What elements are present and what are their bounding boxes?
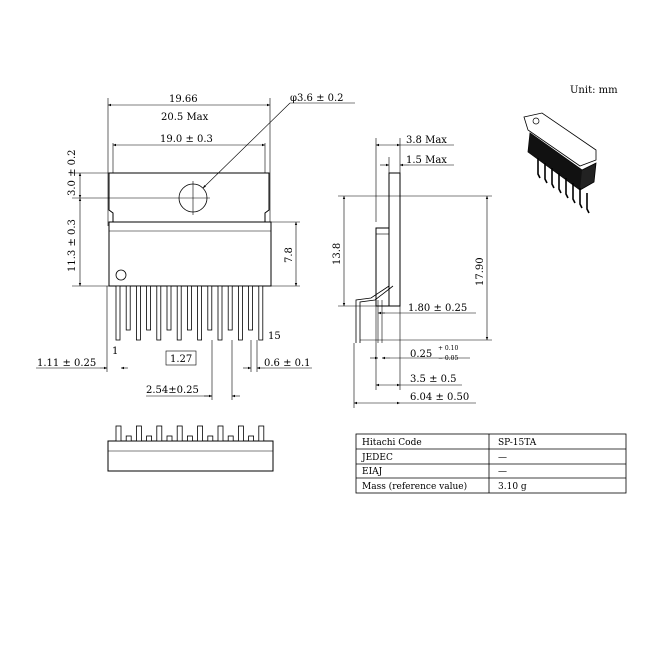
iso-pin	[586, 193, 590, 214]
bottom-pin	[156, 425, 163, 442]
spec-value-eiaj: —	[498, 467, 507, 477]
dim-overall-length: 19.66	[169, 94, 198, 105]
bottom-pin	[166, 435, 173, 442]
dim-lead-thickness-tol-plus: + 0.10	[438, 345, 458, 352]
iso-pin	[558, 173, 562, 194]
dim-lead-thickness-tol-minus: − 0.05	[438, 355, 458, 362]
bottom-pins	[115, 425, 265, 442]
front-pin	[156, 285, 162, 341]
spec-table: Hitachi Code SP-15TA JEDEC — EIAJ — Mass…	[355, 433, 627, 494]
dim-edge-offset: 1.11 ± 0.25	[37, 358, 96, 369]
front-pin	[166, 285, 172, 331]
front-pin	[115, 285, 121, 341]
spec-label-jedec: JEDEC	[361, 453, 393, 463]
dim-hole: φ3.6 ± 0.2	[290, 93, 344, 104]
front-pins	[115, 285, 264, 341]
front-pin	[197, 285, 203, 341]
iso-pin	[572, 183, 576, 204]
dim-pin-pitch: 2.54±0.25	[146, 385, 199, 396]
spec-label-hitachi-code: Hitachi Code	[362, 438, 422, 448]
front-pin	[237, 285, 243, 341]
iso-pin	[579, 188, 583, 209]
pin1-marker	[115, 269, 127, 281]
spec-value-mass: 3.10 g	[498, 482, 527, 492]
bottom-pin	[135, 425, 142, 442]
unit-label: Unit: mm	[570, 85, 618, 96]
dim-max-length: 20.5 Max	[161, 112, 209, 123]
front-pin	[146, 285, 152, 331]
front-pin	[135, 285, 141, 341]
front-pin	[125, 285, 131, 331]
bottom-pin	[258, 425, 265, 442]
bottom-pin	[197, 425, 204, 442]
bottom-pin	[115, 425, 122, 442]
dim-lead-span: 3.5 ± 0.5	[410, 374, 457, 385]
dim-tab-length: 19.0 ± 0.3	[160, 134, 213, 145]
dim-thickness: 3.8 Max	[406, 135, 447, 146]
dim-tab-height: 3.0 ± 0.2	[67, 149, 78, 196]
dim-total-height: 17.90	[475, 257, 486, 286]
dim-total-depth: 6.04 ± 0.50	[410, 392, 469, 403]
dim-pin-pitch-half: 1.27	[170, 354, 192, 365]
front-pin	[186, 285, 192, 331]
bottom-pin	[248, 435, 255, 442]
front-view: 19.66 20.5 Max 19.0 ± 0.3 φ3.6 ± 0.2 3.0…	[36, 93, 355, 400]
dim-height: 13.8	[332, 243, 343, 265]
front-pin	[248, 285, 254, 331]
front-pin	[258, 285, 264, 341]
iso-pin	[544, 163, 548, 184]
dim-mold-height: 7.8	[284, 247, 295, 263]
spec-value-jedec: —	[498, 453, 507, 463]
dim-lead-offset: 1.80 ± 0.25	[408, 303, 467, 314]
spec-label-mass: Mass (reference value)	[362, 481, 467, 492]
iso-pin	[565, 178, 569, 199]
dim-tab-thickness: 1.5 Max	[406, 155, 447, 166]
front-pin	[176, 285, 182, 341]
front-pin	[217, 285, 223, 341]
dim-lead-thickness: 0.25	[410, 349, 432, 360]
dim-body-height: 11.3 ± 0.3	[67, 219, 78, 272]
front-pin	[227, 285, 233, 331]
bottom-pin	[207, 435, 214, 442]
bottom-pin	[217, 425, 224, 442]
bottom-pin	[146, 435, 153, 442]
bottom-pin	[237, 425, 244, 442]
pin-first-label: 1	[112, 346, 118, 357]
bottom-pin	[125, 435, 132, 442]
spec-label-eiaj: EIAJ	[362, 467, 383, 477]
pin-last-label: 15	[268, 331, 281, 342]
bottom-pin	[227, 435, 234, 442]
spec-value-hitachi-code: SP-15TA	[498, 438, 537, 448]
dim-pin-width: 0.6 ± 0.1	[264, 358, 311, 369]
bottom-view	[107, 425, 274, 472]
package-3d-illustration	[523, 112, 597, 214]
bottom-pin	[186, 435, 193, 442]
iso-pin	[551, 168, 555, 189]
side-view: 3.8 Max 1.5 Max 13.8 17.90 1.80 ± 0.25	[332, 135, 492, 408]
heatsink-tab	[108, 172, 270, 223]
mold-body	[108, 221, 272, 287]
bottom-pin	[176, 425, 183, 442]
iso-pin	[537, 158, 541, 179]
front-pin	[207, 285, 213, 331]
